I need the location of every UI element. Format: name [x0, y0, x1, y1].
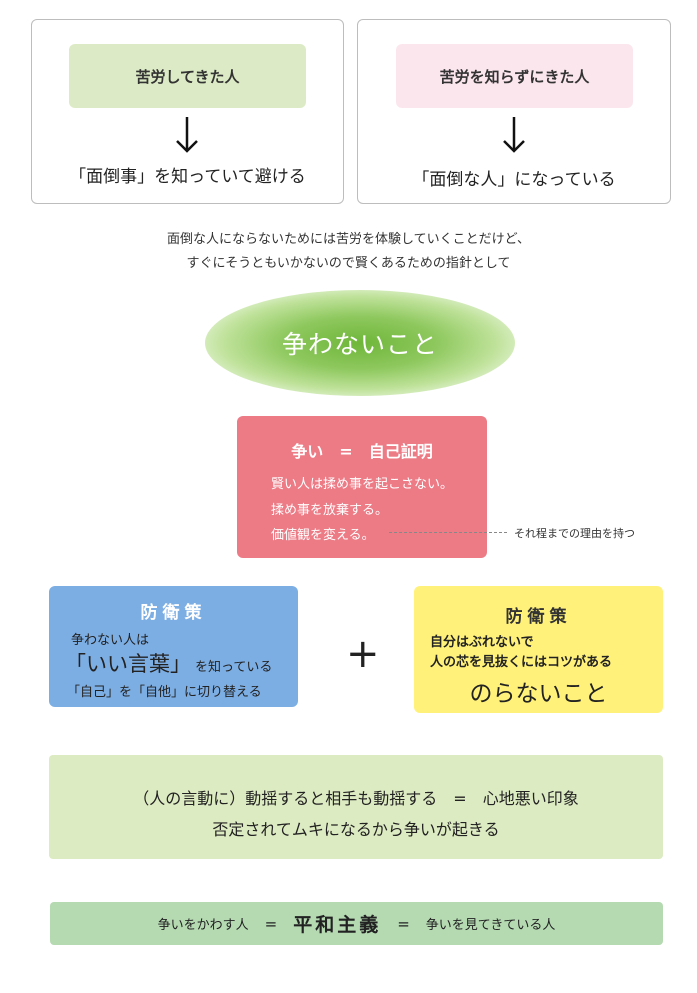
top-right-label: 苦労を知らずにきた人 [396, 44, 633, 108]
summary-line-2: 否定されてムキになるから争いが起きる [212, 820, 500, 839]
down-arrow-icon [502, 116, 526, 154]
bottom-equals-2: = [397, 914, 410, 933]
defense-box-right: 防衛策 自分はぶれないで 人の芯を見抜くにはコツがある のらないこと [414, 586, 663, 713]
defense-left-line-1: 争わない人は [71, 633, 150, 648]
top-left-label: 苦労してきた人 [69, 44, 306, 108]
conflict-line-3: 価値観を変える。 [271, 528, 375, 543]
bottom-bar: 争いをかわす人 = 平和主義 = 争いを見てきている人 [50, 902, 663, 945]
bottom-equals-1: = [264, 914, 278, 933]
defense-right-line-2: 人の芯を見抜くにはコツがある [430, 655, 613, 670]
headline-text: 争わないこと [281, 330, 438, 359]
conflict-line-1: 賢い人は揉め事を起こさない。 [271, 477, 454, 492]
defense-right-emphasis: のらないこと [469, 681, 608, 707]
bottom-center-text: 平和主義 [293, 914, 382, 936]
defense-left-emphasis-suffix: を知っている [195, 660, 273, 675]
plus-icon: + [346, 631, 380, 677]
down-arrow-icon [175, 116, 199, 154]
defense-right-line-1: 自分はぶれないで [430, 635, 534, 650]
top-left-result: 「面倒事」を知っていて避ける [69, 167, 306, 187]
defense-left-line-2: 「いい言葉」を知っている [65, 648, 272, 678]
leader-dotted-line [389, 532, 507, 533]
summary-box: （人の言動に）動揺すると相手も動揺する = 心地悪い印象 否定されてムキになるか… [49, 755, 663, 859]
defense-box-left: 防衛策 争わない人は 「いい言葉」を知っている 「自己」を「自他」に切り替える [49, 586, 298, 707]
conflict-box-title: 争い = 自己証明 [291, 442, 433, 461]
defense-left-emphasis: 「いい言葉」 [65, 652, 191, 676]
bottom-left-text: 争いをかわす人 [157, 918, 249, 933]
intro-line-1: 面倒な人にならないためには苦労を体験していくことだけど、 [167, 232, 530, 247]
intro-line-2: すぐにそうともいかないので賢くあるための指針として [186, 256, 511, 271]
intro-text: 面倒な人にならないためには苦労を体験していくことだけど、 すぐにそうともいかない… [0, 228, 697, 276]
top-right-card: 苦労を知らずにきた人 「面倒な人」になっている [357, 19, 671, 204]
summary-line-1: （人の言動に）動揺すると相手も動揺する = 心地悪い印象 [133, 789, 579, 808]
bottom-right-text: 争いを見てきている人 [425, 918, 556, 933]
conflict-box: 争い = 自己証明 賢い人は揉め事を起こさない。 揉め事を放棄する。 価値観を変… [237, 416, 487, 558]
headline-ellipse: 争わないこと [205, 290, 515, 396]
defense-box-left-title: 防衛策 [140, 603, 207, 623]
defense-box-right-title: 防衛策 [505, 607, 572, 627]
top-left-card: 苦労してきた人 「面倒事」を知っていて避ける [31, 19, 344, 204]
side-note: それ程までの理由を持つ [514, 527, 635, 540]
defense-left-line-3: 「自己」を「自他」に切り替える [67, 685, 262, 700]
top-right-result: 「面倒な人」になっている [412, 170, 616, 190]
conflict-line-2: 揉め事を放棄する。 [271, 503, 389, 518]
